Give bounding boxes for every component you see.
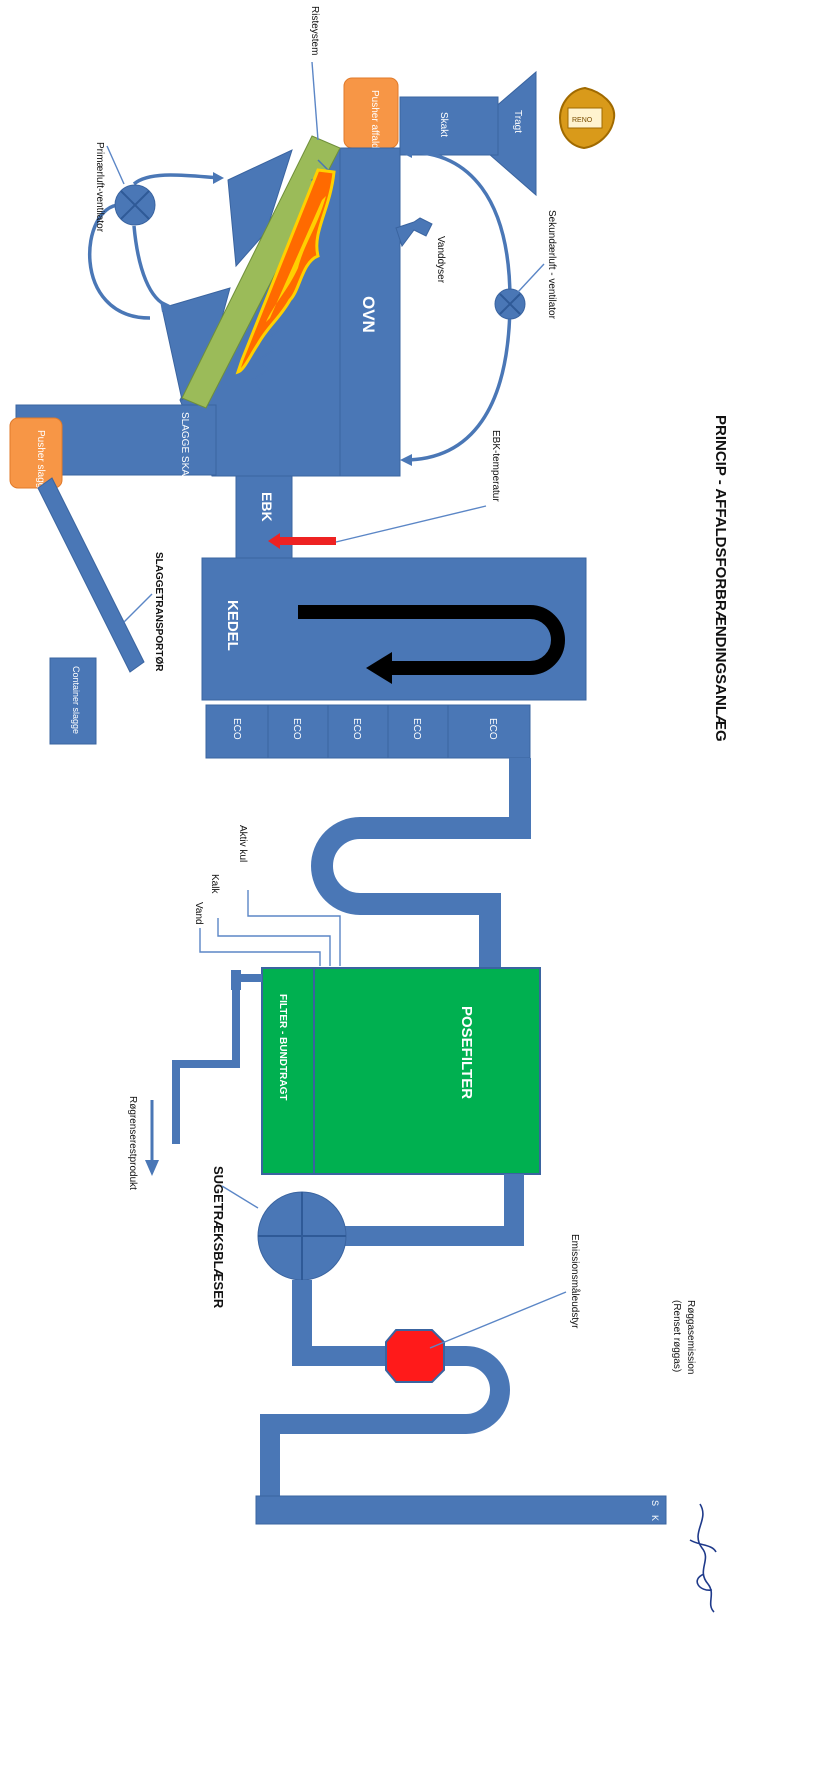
filter-bundtragt-label: FILTER - BUNDTRAGT <box>277 994 288 1100</box>
risteystem-label: Risteystem <box>309 6 320 55</box>
residue-arrow-icon <box>145 1100 159 1176</box>
roggas-label-2: (Renset røggas) <box>671 1300 682 1372</box>
primaer-label: Primærluft-ventilator <box>94 142 105 233</box>
roggas-label-1: Røggasemission <box>685 1300 696 1374</box>
emission-measure <box>385 1329 445 1383</box>
slaggetransport-conveyor <box>37 477 145 673</box>
secondary-fan-icon <box>494 288 526 320</box>
slaggetransport-label: SLAGGETRANSPORTØR <box>153 552 164 672</box>
eco-1 <box>205 704 269 759</box>
posefilter <box>261 967 541 1175</box>
eco-3 <box>327 704 389 759</box>
eco-4 <box>387 704 449 759</box>
slagge-skakt-label: SLAGGE SKAKT <box>179 412 190 489</box>
kedel-boiler <box>201 557 587 701</box>
vanddyser-label: Vanddyser <box>435 236 446 284</box>
skakt-label: Skakt <box>438 112 449 137</box>
duct-fan-stack <box>260 1280 510 1500</box>
eco-sections: ECO ECO ECO ECO ECO <box>205 704 531 759</box>
eco-2-label: ECO <box>291 718 302 740</box>
ovn-furnace <box>339 147 401 477</box>
residue-pipe <box>172 974 262 1144</box>
flame-core <box>266 196 326 322</box>
kedel-label: KEDEL <box>224 600 241 651</box>
container-label: Container slagge <box>71 666 81 734</box>
secondary-air-arrowhead-1 <box>400 146 412 158</box>
aktiv-kul-label: Aktiv kul <box>237 825 248 862</box>
secondary-air-arrowhead-2 <box>400 454 412 466</box>
tragt-label: Tragt <box>512 110 523 133</box>
emission-udstyr-label: Emissionsmåleudstyr <box>569 1234 581 1329</box>
vand-line <box>199 928 321 966</box>
tragt-hopper <box>464 70 537 197</box>
ebk-temp-label: EBK-temperatur <box>490 430 501 502</box>
skorsten-stack <box>255 1495 667 1525</box>
kalk-label: Kalk <box>209 874 220 894</box>
eco-3-label: ECO <box>351 718 362 740</box>
signature-icon <box>689 1503 717 1613</box>
ebk-label: EBK <box>259 492 275 522</box>
logo-icon: RENO <box>558 86 616 150</box>
posefilter-label: POSEFILTER <box>458 1006 475 1099</box>
kalk-line <box>217 918 331 966</box>
skorsten-label: SKORSTEN <box>650 1500 660 1622</box>
page-title: PRINCIP - AFFALDSFORBRÆNDINGSANLÆG <box>712 415 729 742</box>
vanddyser-arrow <box>395 217 433 248</box>
secondary-air-loop <box>403 150 512 462</box>
temperature-arrow-icon <box>268 533 336 549</box>
container-slagge <box>49 657 97 745</box>
eco-2 <box>267 704 329 759</box>
primary-fan-icon <box>114 184 156 226</box>
flow-arrow-icon <box>298 605 565 684</box>
pusher-affald-label: Pusher affald <box>369 90 380 149</box>
skakt-chute <box>399 96 499 156</box>
aktiv-kul-line <box>247 890 341 966</box>
duct-filter-fan <box>338 1174 524 1246</box>
pusher-slagge <box>9 417 63 489</box>
sugetraek-label: SUGETRÆKSBLÆSER <box>211 1166 226 1309</box>
suction-fan-icon <box>257 1191 347 1281</box>
pusher-slagge-label: Pusher slagge <box>35 430 46 494</box>
risteystem-grate <box>181 135 341 409</box>
vand-label: Vand <box>193 902 204 925</box>
svg-text:RENO: RENO <box>572 117 593 124</box>
eco-5 <box>447 704 531 759</box>
duct-eco-filter <box>311 758 531 968</box>
eco-5-label: ECO <box>487 718 498 740</box>
rogrens-label: Røgrenserestprodukt <box>127 1096 138 1190</box>
primary-air-arrowhead-1 <box>213 172 224 184</box>
eco-1-label: ECO <box>231 718 242 740</box>
flame <box>235 168 336 375</box>
eco-4-label: ECO <box>411 718 422 740</box>
ovn-label: OVN <box>359 296 378 333</box>
sekundaer-label: Sekundærluft - ventilator <box>546 210 557 320</box>
primary-air-arrowhead-2 <box>160 300 172 312</box>
